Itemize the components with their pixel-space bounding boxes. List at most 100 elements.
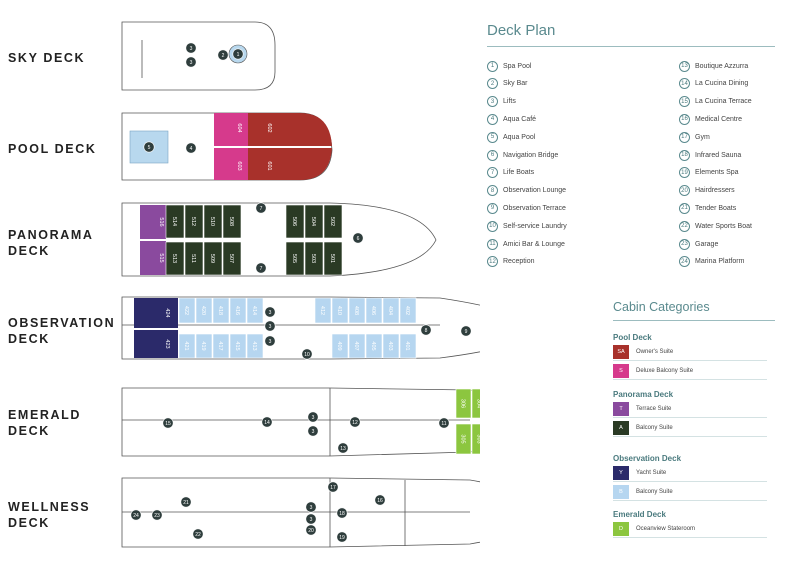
location-marker-17 [327,481,339,493]
cabin-403 [382,333,400,359]
location-marker-22 [192,528,204,540]
cabin-number: 421 [183,341,189,350]
cabin-420 [195,297,213,324]
legend-number: 17 [679,131,690,143]
legend-divider [487,46,775,47]
location-marker-3 [264,335,276,347]
legend-number: 8 [487,185,498,197]
deck-label: POOL DECK [8,142,97,156]
location-marker-24 [130,509,142,521]
location-marker-13 [337,442,349,454]
location-marker-3 [185,42,197,54]
category-group-title: Emerald Deck [613,510,666,519]
location-marker-number: 3 [310,517,313,523]
cabin-number: 602 [266,123,272,132]
cabin-304 [471,388,480,419]
legend-label: Water Sports Boat [695,222,752,230]
location-marker-number: 4 [190,146,193,152]
cabin-602 [248,113,332,146]
location-marker-number: 16 [377,498,383,504]
location-marker-number: 3 [269,310,272,316]
location-marker-number: 3 [310,505,313,511]
legend-number: 16 [679,113,690,125]
cabin-421 [178,333,196,359]
cabin-418 [212,297,230,324]
location-marker-number: 17 [330,485,336,491]
cabin-603 [214,148,248,180]
location-marker-number: 15 [165,421,171,427]
cabin-516 [140,205,166,239]
cabin-515 [140,241,166,275]
cabin-501 [323,241,343,276]
cabin-number: 512 [190,217,196,226]
deck-hull [121,202,437,277]
legend-number: 7 [487,167,498,179]
cabin-404 [382,297,400,324]
location-marker-number: 3 [312,429,315,435]
legend-label: Tender Boats [695,204,737,212]
cabin-412 [314,297,332,324]
location-marker-3 [307,425,319,437]
location-marker-number: 9 [465,329,468,335]
legend-number: 18 [679,149,690,161]
legend-label: Amici Bar & Lounge [503,240,565,248]
legend-label: Marina Platform [695,258,745,266]
legend-label: Elements Spa [695,169,739,177]
cabin-number: 515 [158,253,164,262]
category-swatch: S [613,364,629,378]
cabin-416 [229,297,247,324]
cabin-408 [348,297,366,324]
cabin-number: 416 [234,306,240,315]
cabin-number: 402 [404,306,410,315]
cabin-number: 507 [228,254,234,263]
location-marker-11 [438,417,450,429]
location-marker-3 [264,306,276,318]
cabin-number: 423 [164,339,170,348]
cabin-407 [348,333,366,359]
legend-item: 24 Marina Platform [679,255,744,269]
legend-label: Hairdressers [695,187,735,195]
cabin-number: 514 [171,217,177,226]
cabin-number: 414 [251,306,257,315]
legend-number: 6 [487,149,498,161]
location-marker-number: 18 [339,511,345,517]
deck-label: SKY DECK [8,51,86,65]
legend-number: 24 [679,256,690,268]
cabin-number: 603 [236,161,242,170]
legend-number: 15 [679,96,690,108]
location-marker-number: 23 [154,513,160,519]
cabin-number: 413 [251,341,257,350]
location-marker-number: 3 [312,415,315,421]
location-marker-20 [305,524,317,536]
location-marker-number: 6 [357,236,360,242]
location-marker-number: 13 [340,446,346,452]
legend-label: Self-service Laundry [503,222,567,230]
cabin-513 [165,241,185,276]
cabin-number: 422 [183,306,189,315]
category-swatch: T [613,402,629,416]
cabin-401 [399,333,417,359]
legend-label: Life Boats [503,169,535,177]
cabin-number: 406 [370,306,376,315]
deck-label: PANORAMA DECK [8,228,94,258]
cabin-number: 516 [158,217,164,226]
location-marker-number: 3 [269,324,272,330]
category-label: Balcony Suite [636,425,673,431]
location-marker-8 [420,324,432,336]
cabin-categories-divider [613,320,775,321]
location-marker-18 [336,507,348,519]
cabin-503 [304,241,324,276]
cabin-number: 304 [476,399,481,408]
